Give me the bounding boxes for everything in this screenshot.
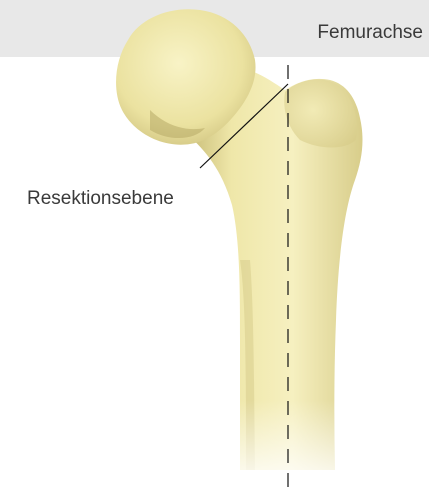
femur-bone: [116, 9, 362, 493]
bottom-fade: [220, 400, 360, 493]
femoral-axis-label: Femurachse: [317, 22, 423, 44]
resection-plane-label: Resektionsebene: [27, 188, 174, 210]
